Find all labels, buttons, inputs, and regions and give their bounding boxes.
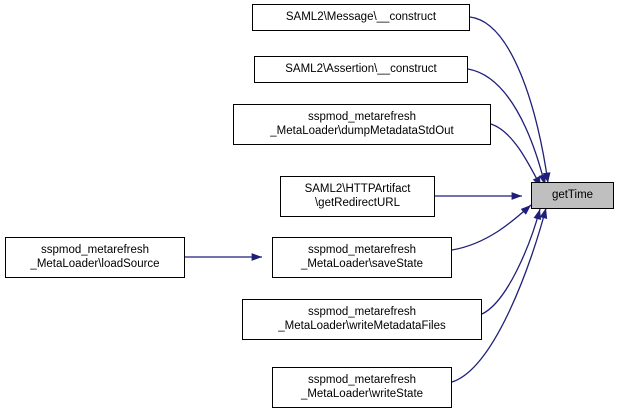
node-gettime[interactable]: getTime [531,182,614,209]
node-label-line: _MetaLoader\dumpMetadataStdOut [270,124,454,137]
node-label-line: _MetaLoader\writeState [300,387,424,400]
node-label-line: sspmod_metarefresh [307,111,417,123]
node-label-line: _MetaLoader\loadSource [30,257,160,270]
node-metaloader-loadsource[interactable]: sspmod_metarefresh _MetaLoader\loadSourc… [5,237,185,278]
edge-writemetadatafiles-to-gettime [481,208,542,315]
node-label-line: sspmod_metarefresh [40,244,150,256]
node-label-line: SAML2\Message\__construct [285,10,437,23]
node-httpartifact-getredirecturl[interactable]: SAML2\HTTPArtifact \getRedirectURL [280,176,435,217]
node-label-line: SAML2\HTTPArtifact [304,183,411,195]
edge-message-construct-to-gettime [469,16,551,184]
node-saml2-assertion-construct[interactable]: SAML2\Assertion\__construct [254,56,468,83]
node-metaloader-writemetadatafiles[interactable]: sspmod_metarefresh _MetaLoader\writeMeta… [242,299,482,340]
node-label-line: \getRedirectURL [314,196,400,209]
node-metaloader-dumpmetadatastdout[interactable]: sspmod_metarefresh _MetaLoader\dumpMetad… [233,104,491,145]
node-metaloader-writestate[interactable]: sspmod_metarefresh _MetaLoader\writeStat… [272,367,452,408]
node-label-line: _MetaLoader\writeMetadataFiles [278,319,446,332]
node-label-line: getTime [551,188,594,201]
edge-writestate-to-gettime [451,207,548,383]
node-label-line: sspmod_metarefresh [307,244,417,256]
node-label-line: SAML2\Assertion\__construct [285,62,437,75]
node-label-line: _MetaLoader\saveState [300,257,424,270]
edge-dumpmetadatastdout-to-gettime [490,123,542,188]
edge-assertion-construct-to-gettime [467,68,547,186]
node-saml2-message-construct[interactable]: SAML2\Message\__construct [252,4,470,31]
edge-savestate-to-gettime [451,204,532,251]
node-metaloader-savestate[interactable]: sspmod_metarefresh _MetaLoader\saveState [272,237,452,278]
node-label-line: sspmod_metarefresh [307,306,417,318]
node-label-line: sspmod_metarefresh [307,374,417,386]
